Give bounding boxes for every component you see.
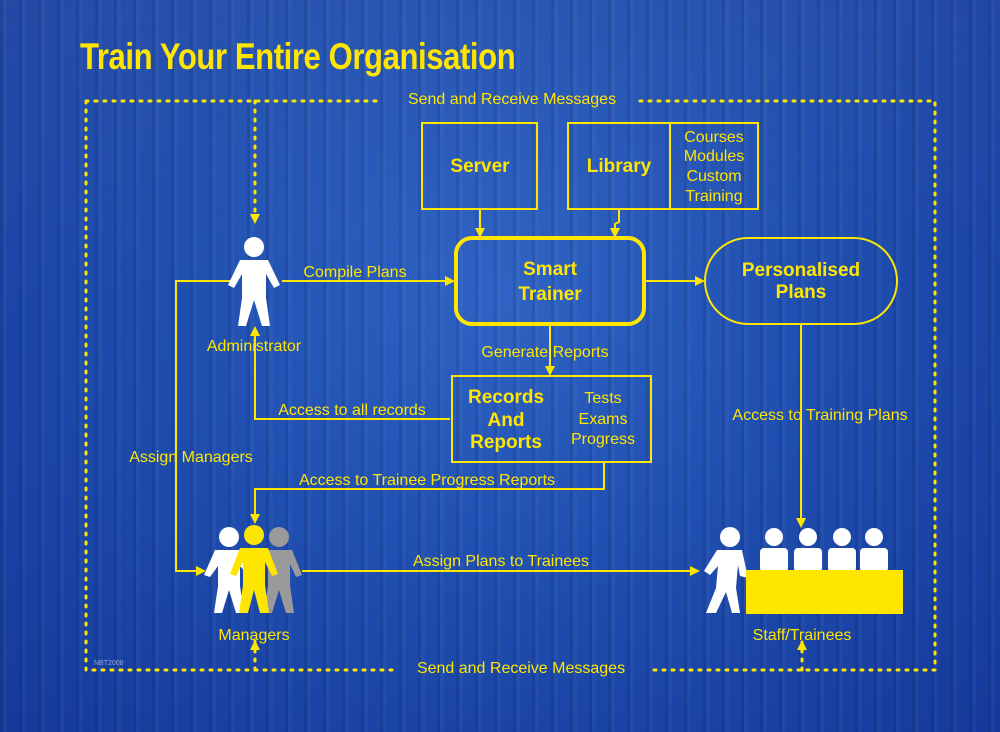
records-box [451, 375, 652, 463]
smart-trainer-label-line1: Smart [523, 259, 578, 280]
access-all-records-label: Access to all records [278, 402, 426, 419]
library-item: Modules [684, 148, 744, 165]
library-item: Courses [684, 129, 744, 146]
library-item: Custom [686, 168, 741, 185]
group-icon [204, 525, 302, 613]
send-receive-bottom-label: Send and Receive Messages [417, 660, 625, 677]
smart-trainer-box [454, 236, 646, 326]
send-receive-top-label: Send and Receive Messages [408, 91, 616, 108]
person-icon [228, 237, 280, 326]
personalised-plans-box [704, 237, 898, 325]
assign-managers-line [175, 280, 230, 576]
access-all-records-line [250, 326, 450, 420]
compile-plans-label: Compile Plans [303, 264, 406, 281]
access-trainee-progress-line [250, 462, 605, 524]
records-label-line3: Reports [470, 432, 542, 453]
server-label: Server [450, 156, 510, 177]
assign-plans-label: Assign Plans to Trainees [413, 553, 589, 570]
library-to-trainer-line [610, 209, 620, 238]
access-trainee-progress-label: Access to Trainee Progress Reports [299, 472, 555, 489]
records-item: Progress [571, 431, 635, 448]
staff-label: Staff/Trainees [753, 627, 852, 644]
library-item: Training [685, 188, 742, 205]
personalised-plans-label-line2: Plans [776, 282, 827, 303]
records-label-line2: And [488, 410, 525, 431]
smart-trainer-label-line2: Trainer [518, 284, 582, 305]
managers-label: Managers [218, 627, 289, 644]
trainees-desk [746, 570, 903, 614]
library-label: Library [587, 156, 652, 177]
library-box [567, 122, 759, 210]
administrator-label: Administrator [207, 338, 302, 355]
access-training-plans-label: Access to Training Plans [732, 407, 907, 424]
footnote: NBT2008 [94, 660, 124, 667]
assign-managers-label: Assign Managers [129, 449, 253, 466]
records-item: Tests [584, 390, 621, 407]
generate-reports-label: Generate Reports [481, 344, 608, 361]
messages-loop-top [84, 99, 937, 672]
records-label-line1: Records [468, 387, 544, 408]
messages-managers-arrow [250, 640, 260, 650]
trainees-icon [704, 527, 903, 614]
messages-trainees-arrow [797, 640, 807, 650]
page-title: Train Your Entire Organisation [80, 36, 516, 77]
personalised-plans-label-line1: Personalised [742, 260, 860, 281]
records-item: Exams [579, 411, 628, 428]
